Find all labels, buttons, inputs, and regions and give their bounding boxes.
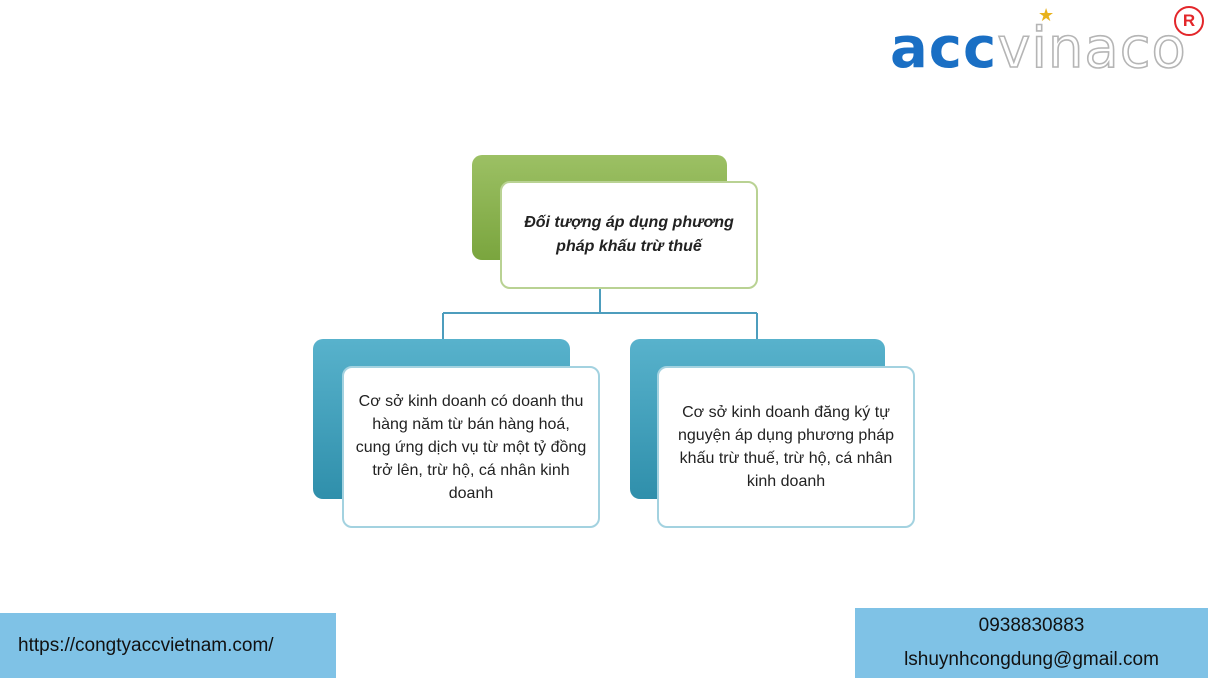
company-logo: accvinaco ★ R (890, 4, 1206, 84)
website-banner: https://congtyaccvietnam.com/ (0, 613, 336, 678)
logo-wordmark: accvinaco (890, 16, 1187, 81)
root-node: Đối tượng áp dụng phương pháp khấu trừ t… (500, 181, 758, 289)
phone-number: 0938830883 (978, 615, 1085, 636)
registered-mark-icon: R (1174, 6, 1204, 36)
website-link[interactable]: https://congtyaccvietnam.com/ (18, 634, 274, 656)
contact-banner: 0938830883 lshuynhcongdung@gmail.com (855, 608, 1208, 678)
star-icon: ★ (1038, 5, 1055, 25)
email-address[interactable]: lshuynhcongdung@gmail.com (904, 649, 1159, 670)
child-node-2: Cơ sở kinh doanh đăng ký tự nguyện áp dụ… (657, 366, 915, 528)
child-node-1: Cơ sở kinh doanh có doanh thu hàng năm t… (342, 366, 600, 528)
